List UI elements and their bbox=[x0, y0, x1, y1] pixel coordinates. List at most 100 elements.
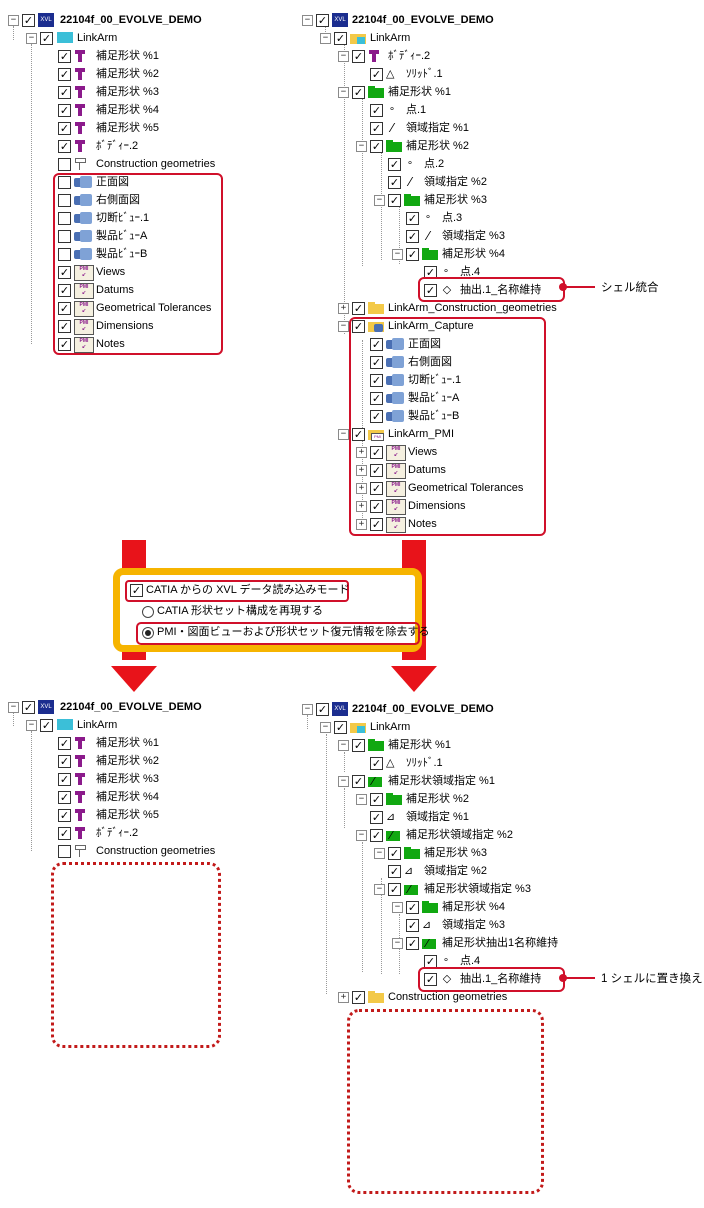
checkbox[interactable]: ✓ bbox=[352, 739, 365, 752]
checkbox[interactable]: ✓ bbox=[388, 194, 401, 207]
collapse-icon[interactable]: − bbox=[392, 902, 403, 913]
checkbox[interactable]: ✓ bbox=[58, 284, 71, 297]
checkbox[interactable]: ✓ bbox=[370, 464, 383, 477]
checkbox[interactable]: ✓ bbox=[370, 356, 383, 369]
checkbox[interactable]: ✓ bbox=[58, 266, 71, 279]
checkbox[interactable]: ✓ bbox=[370, 392, 383, 405]
expand-icon[interactable]: + bbox=[356, 483, 367, 494]
checkbox[interactable]: ✓ bbox=[334, 32, 347, 45]
checkbox[interactable]: ✓ bbox=[58, 86, 71, 99]
collapse-icon[interactable]: − bbox=[320, 722, 331, 733]
checkbox[interactable]: ✓ bbox=[58, 737, 71, 750]
checkbox[interactable] bbox=[58, 248, 71, 261]
radio-button-selected[interactable] bbox=[142, 627, 154, 639]
checkbox[interactable]: ✓ bbox=[22, 701, 35, 714]
checkbox[interactable]: ✓ bbox=[370, 140, 383, 153]
expand-icon[interactable]: + bbox=[356, 465, 367, 476]
checkbox[interactable]: ✓ bbox=[388, 176, 401, 189]
checkbox[interactable] bbox=[58, 176, 71, 189]
checkbox[interactable]: ✓ bbox=[352, 86, 365, 99]
collapse-icon[interactable]: − bbox=[338, 429, 349, 440]
expand-icon[interactable]: + bbox=[356, 519, 367, 530]
collapse-icon[interactable]: − bbox=[8, 15, 19, 26]
checkbox[interactable]: ✓ bbox=[58, 809, 71, 822]
collapse-icon[interactable]: − bbox=[356, 830, 367, 841]
checkbox[interactable]: ✓ bbox=[58, 140, 71, 153]
checkbox[interactable] bbox=[58, 230, 71, 243]
collapse-icon[interactable]: − bbox=[338, 321, 349, 332]
checkbox[interactable]: ✓ bbox=[352, 991, 365, 1004]
checkbox[interactable]: ✓ bbox=[58, 68, 71, 81]
collapse-icon[interactable]: − bbox=[392, 249, 403, 260]
expand-icon[interactable]: + bbox=[338, 303, 349, 314]
checkbox[interactable]: ✓ bbox=[370, 482, 383, 495]
checkbox[interactable]: ✓ bbox=[406, 937, 419, 950]
checkbox[interactable]: ✓ bbox=[370, 338, 383, 351]
collapse-icon[interactable]: − bbox=[356, 141, 367, 152]
mode-checkbox[interactable]: ✓ bbox=[130, 584, 143, 597]
checkbox[interactable]: ✓ bbox=[370, 811, 383, 824]
checkbox[interactable]: ✓ bbox=[388, 865, 401, 878]
checkbox[interactable]: ✓ bbox=[406, 248, 419, 261]
checkbox[interactable]: ✓ bbox=[58, 827, 71, 840]
checkbox[interactable] bbox=[58, 212, 71, 225]
checkbox[interactable]: ✓ bbox=[370, 446, 383, 459]
collapse-icon[interactable]: − bbox=[374, 195, 385, 206]
checkbox[interactable]: ✓ bbox=[388, 158, 401, 171]
checkbox[interactable]: ✓ bbox=[352, 302, 365, 315]
checkbox[interactable]: ✓ bbox=[370, 122, 383, 135]
checkbox[interactable] bbox=[58, 194, 71, 207]
collapse-icon[interactable]: − bbox=[8, 702, 19, 713]
collapse-icon[interactable]: − bbox=[374, 848, 385, 859]
checkbox[interactable]: ✓ bbox=[406, 919, 419, 932]
checkbox[interactable]: ✓ bbox=[40, 719, 53, 732]
checkbox[interactable]: ✓ bbox=[58, 122, 71, 135]
checkbox[interactable]: ✓ bbox=[370, 500, 383, 513]
checkbox[interactable]: ✓ bbox=[370, 410, 383, 423]
checkbox[interactable]: ✓ bbox=[334, 721, 347, 734]
collapse-icon[interactable]: − bbox=[338, 87, 349, 98]
expand-icon[interactable]: + bbox=[356, 447, 367, 458]
checkbox[interactable]: ✓ bbox=[58, 302, 71, 315]
collapse-icon[interactable]: − bbox=[374, 884, 385, 895]
checkbox[interactable] bbox=[58, 158, 71, 171]
collapse-icon[interactable]: − bbox=[26, 720, 37, 731]
checkbox[interactable]: ✓ bbox=[406, 230, 419, 243]
collapse-icon[interactable]: − bbox=[356, 794, 367, 805]
checkbox[interactable]: ✓ bbox=[406, 212, 419, 225]
expand-icon[interactable]: + bbox=[356, 501, 367, 512]
checkbox[interactable]: ✓ bbox=[58, 791, 71, 804]
checkbox[interactable]: ✓ bbox=[58, 338, 71, 351]
checkbox[interactable]: ✓ bbox=[352, 320, 365, 333]
collapse-icon[interactable]: − bbox=[320, 33, 331, 44]
checkbox[interactable]: ✓ bbox=[316, 703, 329, 716]
collapse-icon[interactable]: − bbox=[302, 15, 313, 26]
checkbox[interactable]: ✓ bbox=[370, 68, 383, 81]
collapse-icon[interactable]: − bbox=[302, 704, 313, 715]
checkbox[interactable]: ✓ bbox=[388, 847, 401, 860]
checkbox[interactable]: ✓ bbox=[58, 320, 71, 333]
checkbox[interactable]: ✓ bbox=[58, 755, 71, 768]
checkbox[interactable]: ✓ bbox=[58, 773, 71, 786]
checkbox[interactable]: ✓ bbox=[370, 829, 383, 842]
checkbox[interactable]: ✓ bbox=[424, 973, 437, 986]
radio-button[interactable] bbox=[142, 606, 154, 618]
checkbox[interactable]: ✓ bbox=[424, 284, 437, 297]
checkbox[interactable]: ✓ bbox=[370, 757, 383, 770]
expand-icon[interactable]: + bbox=[338, 992, 349, 1003]
checkbox[interactable]: ✓ bbox=[58, 50, 71, 63]
collapse-icon[interactable]: − bbox=[338, 776, 349, 787]
checkbox[interactable]: ✓ bbox=[22, 14, 35, 27]
checkbox[interactable] bbox=[58, 845, 71, 858]
checkbox[interactable]: ✓ bbox=[352, 50, 365, 63]
collapse-icon[interactable]: − bbox=[338, 51, 349, 62]
checkbox[interactable]: ✓ bbox=[388, 883, 401, 896]
collapse-icon[interactable]: − bbox=[338, 740, 349, 751]
checkbox[interactable]: ✓ bbox=[370, 104, 383, 117]
collapse-icon[interactable]: − bbox=[392, 938, 403, 949]
checkbox[interactable]: ✓ bbox=[40, 32, 53, 45]
checkbox[interactable]: ✓ bbox=[352, 775, 365, 788]
checkbox[interactable]: ✓ bbox=[370, 793, 383, 806]
checkbox[interactable]: ✓ bbox=[370, 374, 383, 387]
checkbox[interactable]: ✓ bbox=[58, 104, 71, 117]
